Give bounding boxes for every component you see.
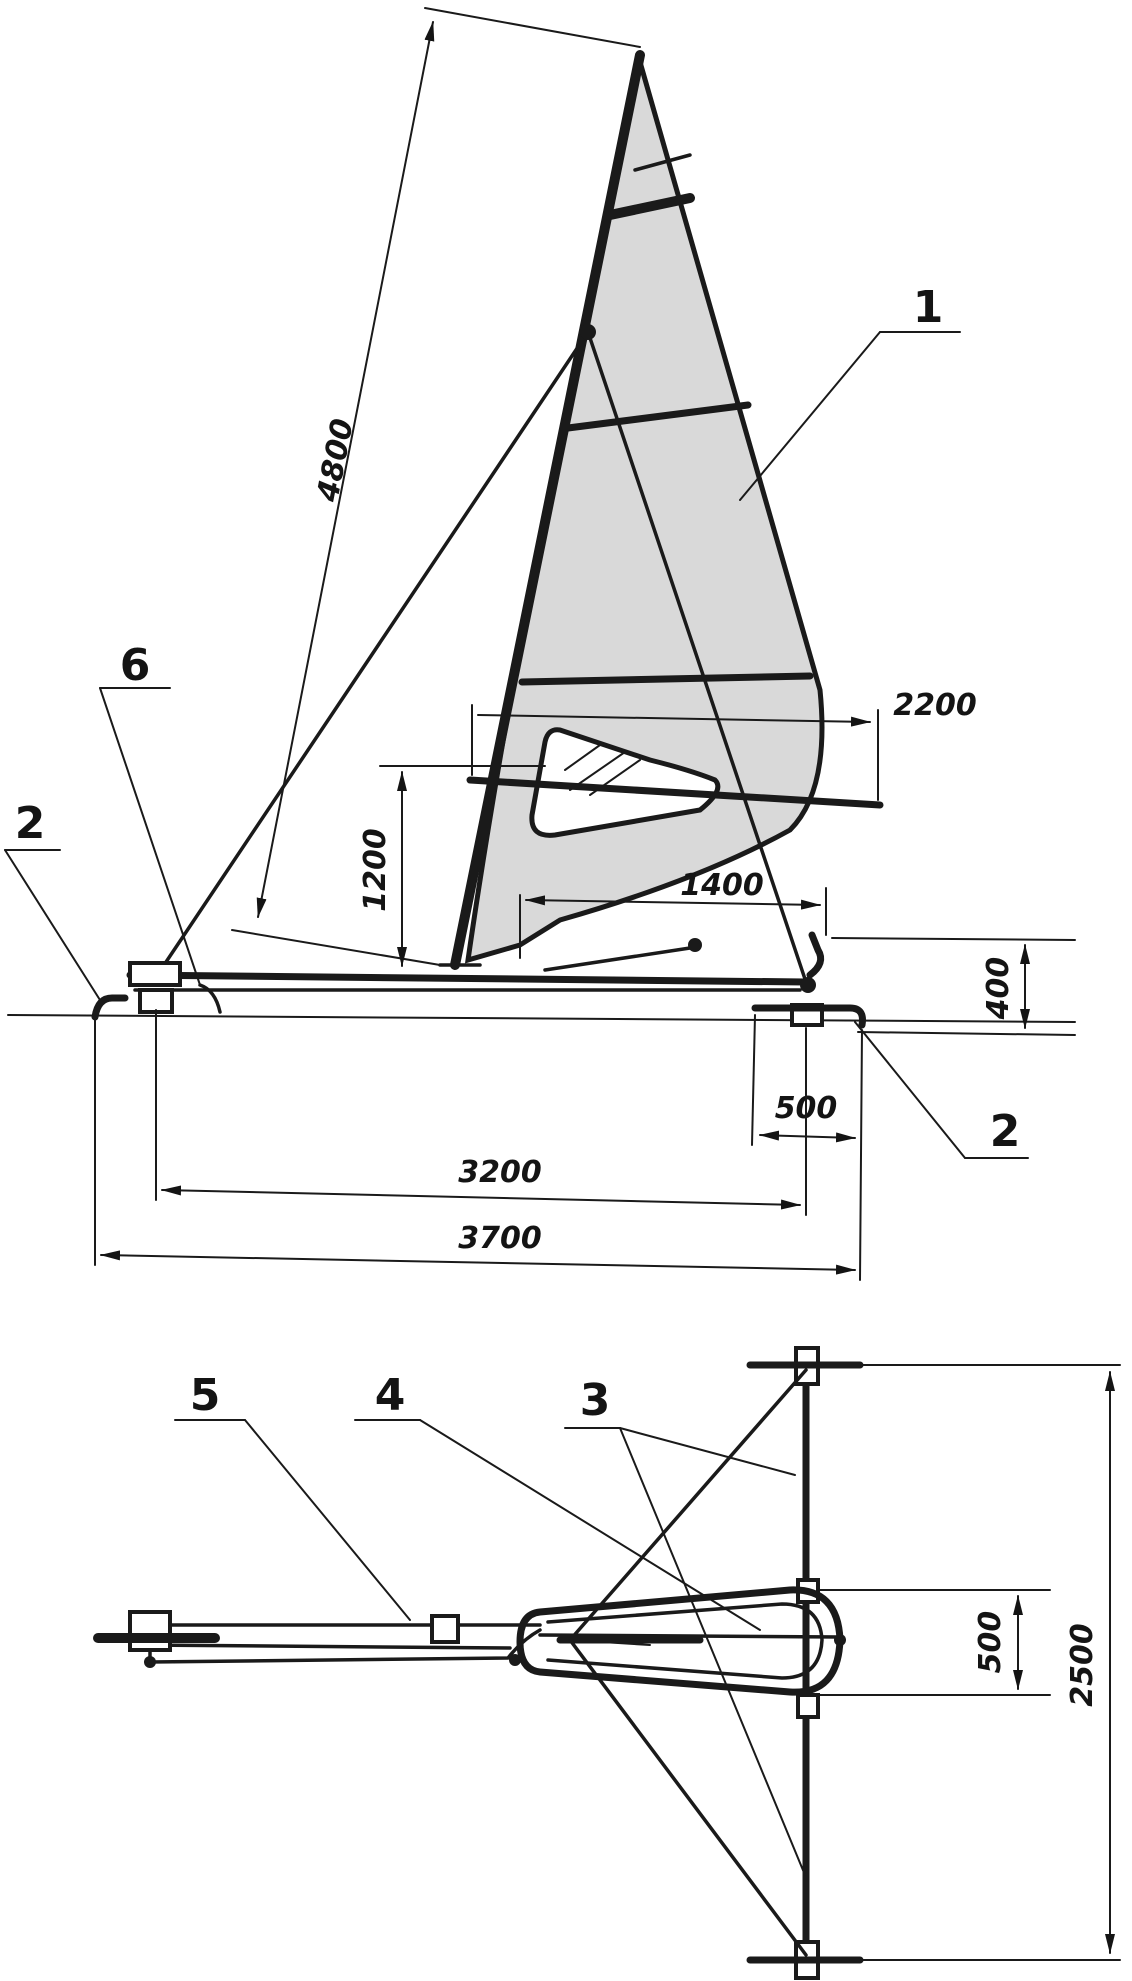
dim-runner-length [759, 1130, 856, 1143]
dim-mast-height-label: 4800 [310, 416, 360, 506]
callout-steering: 6 [120, 640, 151, 691]
dim-ground-clearance-label: 400 [981, 957, 1016, 1021]
dim-mast-height [256, 21, 435, 918]
dim-boom-length-label: 2200 [893, 688, 977, 723]
dim-overall-length-label: 3700 [458, 1221, 542, 1256]
stay-top [568, 1368, 808, 1642]
stay-bottom [568, 1638, 808, 1957]
dim-boom-length [477, 714, 871, 727]
sail [464, 61, 825, 964]
top-view: 500 2500 5 4 3 [93, 1346, 1121, 1980]
callout-fuselage: 5 [190, 1370, 221, 1421]
ground-line [7, 1014, 1076, 1023]
mast [450, 50, 645, 970]
frame [516, 1586, 844, 1696]
sail-batten [518, 672, 814, 686]
back-stay [586, 330, 810, 990]
sail-batten [605, 193, 695, 220]
side-view: 4800 2200 1200 1400 400 500 3200 37 [4, 7, 1076, 1281]
callout-runner-left: 2 [15, 798, 46, 849]
dim-overall-length [100, 1250, 856, 1275]
dim-window-boom-label: 1400 [680, 868, 764, 903]
callout-runner-right: 2 [990, 1106, 1021, 1157]
sail-batten [564, 401, 752, 432]
boom [466, 776, 884, 809]
dim-boom-height-label: 1200 [358, 828, 393, 912]
fuselage-beam [126, 971, 809, 986]
callout-frame: 4 [375, 1370, 406, 1421]
dim-wheelbase-label: 3200 [458, 1155, 542, 1190]
callout-sail: 1 [913, 282, 944, 333]
callout-cross-beam: 3 [580, 1375, 611, 1426]
dim-track-width-label: 2500 [1065, 1623, 1100, 1707]
front-runner-block [128, 961, 182, 987]
dim-window-boom [525, 895, 821, 910]
dim-wheelbase [161, 1185, 801, 1210]
sail-window [529, 727, 721, 838]
dim-frame-width-label: 500 [973, 1611, 1008, 1674]
